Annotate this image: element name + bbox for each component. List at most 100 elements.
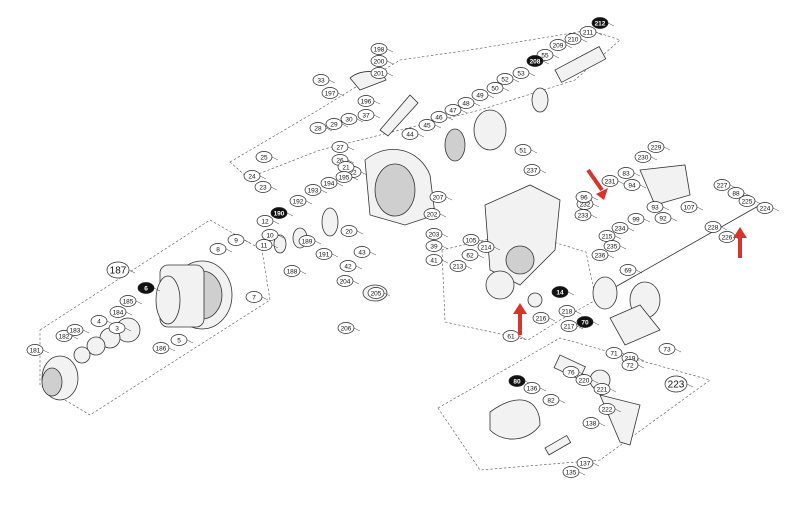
callout-label: 47	[449, 107, 457, 114]
callout-label: 96	[580, 194, 588, 201]
callout-48: 48	[457, 97, 475, 109]
leader-line	[539, 387, 547, 392]
callout-label: 219	[625, 355, 636, 362]
leader-line	[272, 220, 280, 225]
callout-96: 96	[575, 191, 593, 203]
callout-20: 20	[340, 225, 358, 237]
callout-label: 45	[423, 122, 431, 129]
leader-line	[650, 156, 658, 161]
leader-line	[128, 269, 136, 274]
leader-line	[441, 259, 449, 264]
leader-line	[670, 217, 678, 222]
callout-76: 76	[562, 366, 580, 378]
callout-231: 231	[601, 175, 619, 187]
callout-label: 230	[638, 154, 649, 161]
reel-body	[484, 184, 561, 308]
callout-label: 3	[115, 325, 119, 332]
leader-line	[598, 422, 606, 427]
leader-line	[465, 265, 473, 270]
callout-label: 192	[293, 198, 304, 205]
callout-187: 187	[106, 261, 130, 279]
callout-183: 183	[66, 324, 84, 336]
callout-label: 21	[342, 164, 350, 171]
leader-line	[574, 310, 582, 315]
callout-label: 227	[717, 182, 728, 189]
callout-label: 138	[586, 420, 597, 427]
callout-label: 49	[476, 92, 484, 99]
callout-69: 69	[619, 264, 637, 276]
callout-label: 198	[374, 46, 385, 53]
callout-label: 11	[261, 242, 268, 249]
callout-6: 6	[137, 282, 155, 294]
leader-line	[328, 79, 336, 84]
callout-label: 228	[708, 224, 719, 231]
callout-label: 217	[564, 323, 575, 330]
callout-label: 41	[430, 257, 438, 264]
callout-9: 9	[227, 234, 245, 246]
arrow-up-icon	[513, 303, 527, 335]
callout-229: 229	[647, 141, 665, 153]
leader-line	[592, 462, 600, 467]
leader-line	[441, 245, 449, 250]
callout-51: 51	[514, 144, 532, 156]
callout-182: 182	[55, 330, 73, 342]
callout-44: 44	[401, 128, 419, 140]
leader-line	[567, 291, 575, 296]
callout-label: 208	[530, 58, 541, 65]
leader-line	[512, 78, 520, 83]
callout-45: 45	[418, 119, 436, 131]
callout-label: 99	[632, 216, 640, 223]
callout-label: 9	[234, 237, 238, 244]
leader-line	[337, 92, 345, 97]
callout-217: 217	[560, 320, 578, 332]
callout-label: 107	[684, 204, 695, 211]
callout-label: 188	[287, 268, 298, 275]
leader-line	[591, 196, 599, 201]
callout-label: 44	[406, 131, 414, 138]
callout-label: 202	[427, 211, 438, 218]
leader-line	[225, 248, 233, 253]
callout-135: 135	[562, 466, 580, 478]
callout-label: 27	[336, 144, 344, 151]
leader-line	[441, 233, 449, 238]
callout-23: 23	[254, 181, 272, 193]
callout-196: 196	[357, 95, 375, 107]
callout-220: 220	[575, 374, 593, 386]
callout-223: 223	[664, 375, 688, 393]
callout-80: 80	[508, 375, 526, 387]
callout-181: 181	[26, 344, 44, 356]
leader-line	[637, 364, 645, 369]
callout-bubbles: 1982002013319719637302928272625242322212…	[26, 17, 774, 478]
gear-assembly	[592, 164, 761, 346]
callout-208: 208	[526, 55, 544, 67]
leader-line	[686, 383, 694, 388]
callout-label: 184	[113, 309, 124, 316]
callout-label: 80	[513, 378, 521, 385]
callout-label: 212	[595, 20, 606, 27]
callout-label: 236	[595, 252, 606, 259]
callout-label: 216	[536, 315, 547, 322]
callout-label: 183	[70, 327, 81, 334]
leader-line	[271, 244, 279, 249]
leader-line	[552, 54, 560, 59]
callout-214: 214	[477, 241, 495, 253]
callout-191: 191	[315, 248, 333, 260]
callout-label: 189	[302, 238, 313, 245]
leader-line	[591, 379, 599, 384]
callout-70: 70	[576, 316, 594, 328]
callout-label: 233	[578, 212, 589, 219]
callout-label: 201	[374, 70, 385, 77]
callout-37: 37	[357, 109, 375, 121]
callout-29: 29	[325, 118, 343, 130]
leader-line	[639, 184, 647, 189]
leader-line	[493, 246, 501, 251]
callout-184: 184	[109, 306, 127, 318]
leader-line	[772, 207, 780, 212]
callout-234: 234	[611, 222, 629, 234]
callout-label: 28	[314, 125, 322, 132]
callout-83: 83	[617, 167, 635, 179]
callout-label: 43	[358, 249, 366, 256]
callout-205: 205	[367, 287, 385, 299]
callout-label: 135	[566, 469, 577, 476]
arrow-up-icon	[733, 227, 747, 258]
